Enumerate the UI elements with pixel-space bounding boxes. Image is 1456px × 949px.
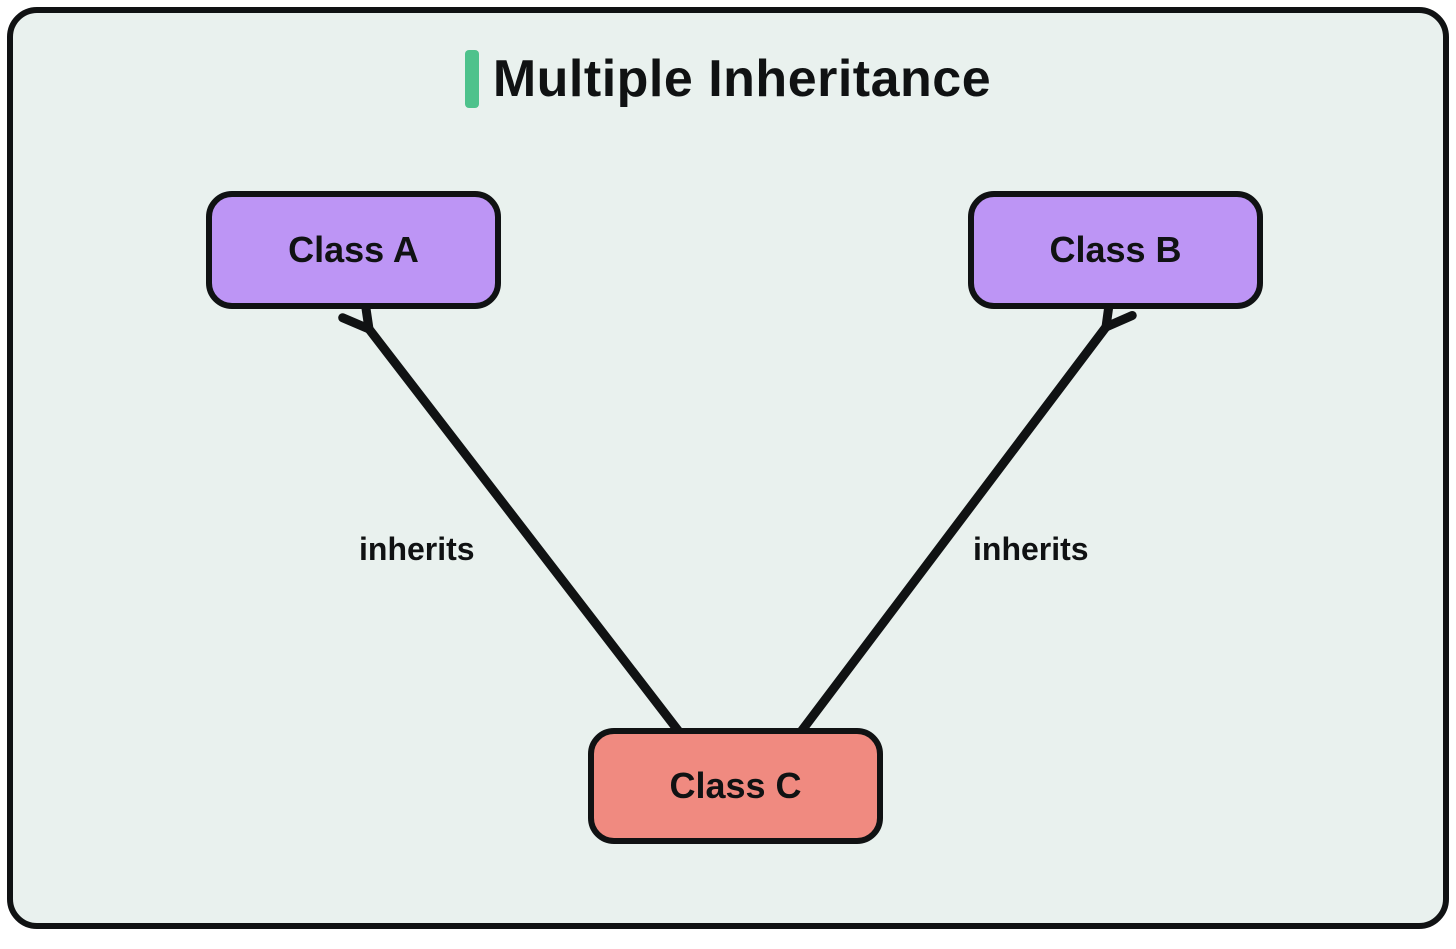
edge-c-to-b	[795, 294, 1137, 738]
diagram-panel: Multiple Inheritance inherits inherits C…	[7, 7, 1449, 929]
title-accent-bar	[464, 50, 479, 108]
node-class-b: Class B	[968, 191, 1263, 309]
edge-label-inherits-left: inherits	[359, 531, 475, 567]
page-title: Multiple Inheritance	[492, 50, 992, 108]
node-class-c: Class C	[588, 728, 883, 844]
edge-label-inherits-right: inherits	[973, 531, 1089, 567]
title-row: Multiple Inheritance	[13, 49, 1443, 109]
node-class-a: Class A	[206, 191, 501, 309]
